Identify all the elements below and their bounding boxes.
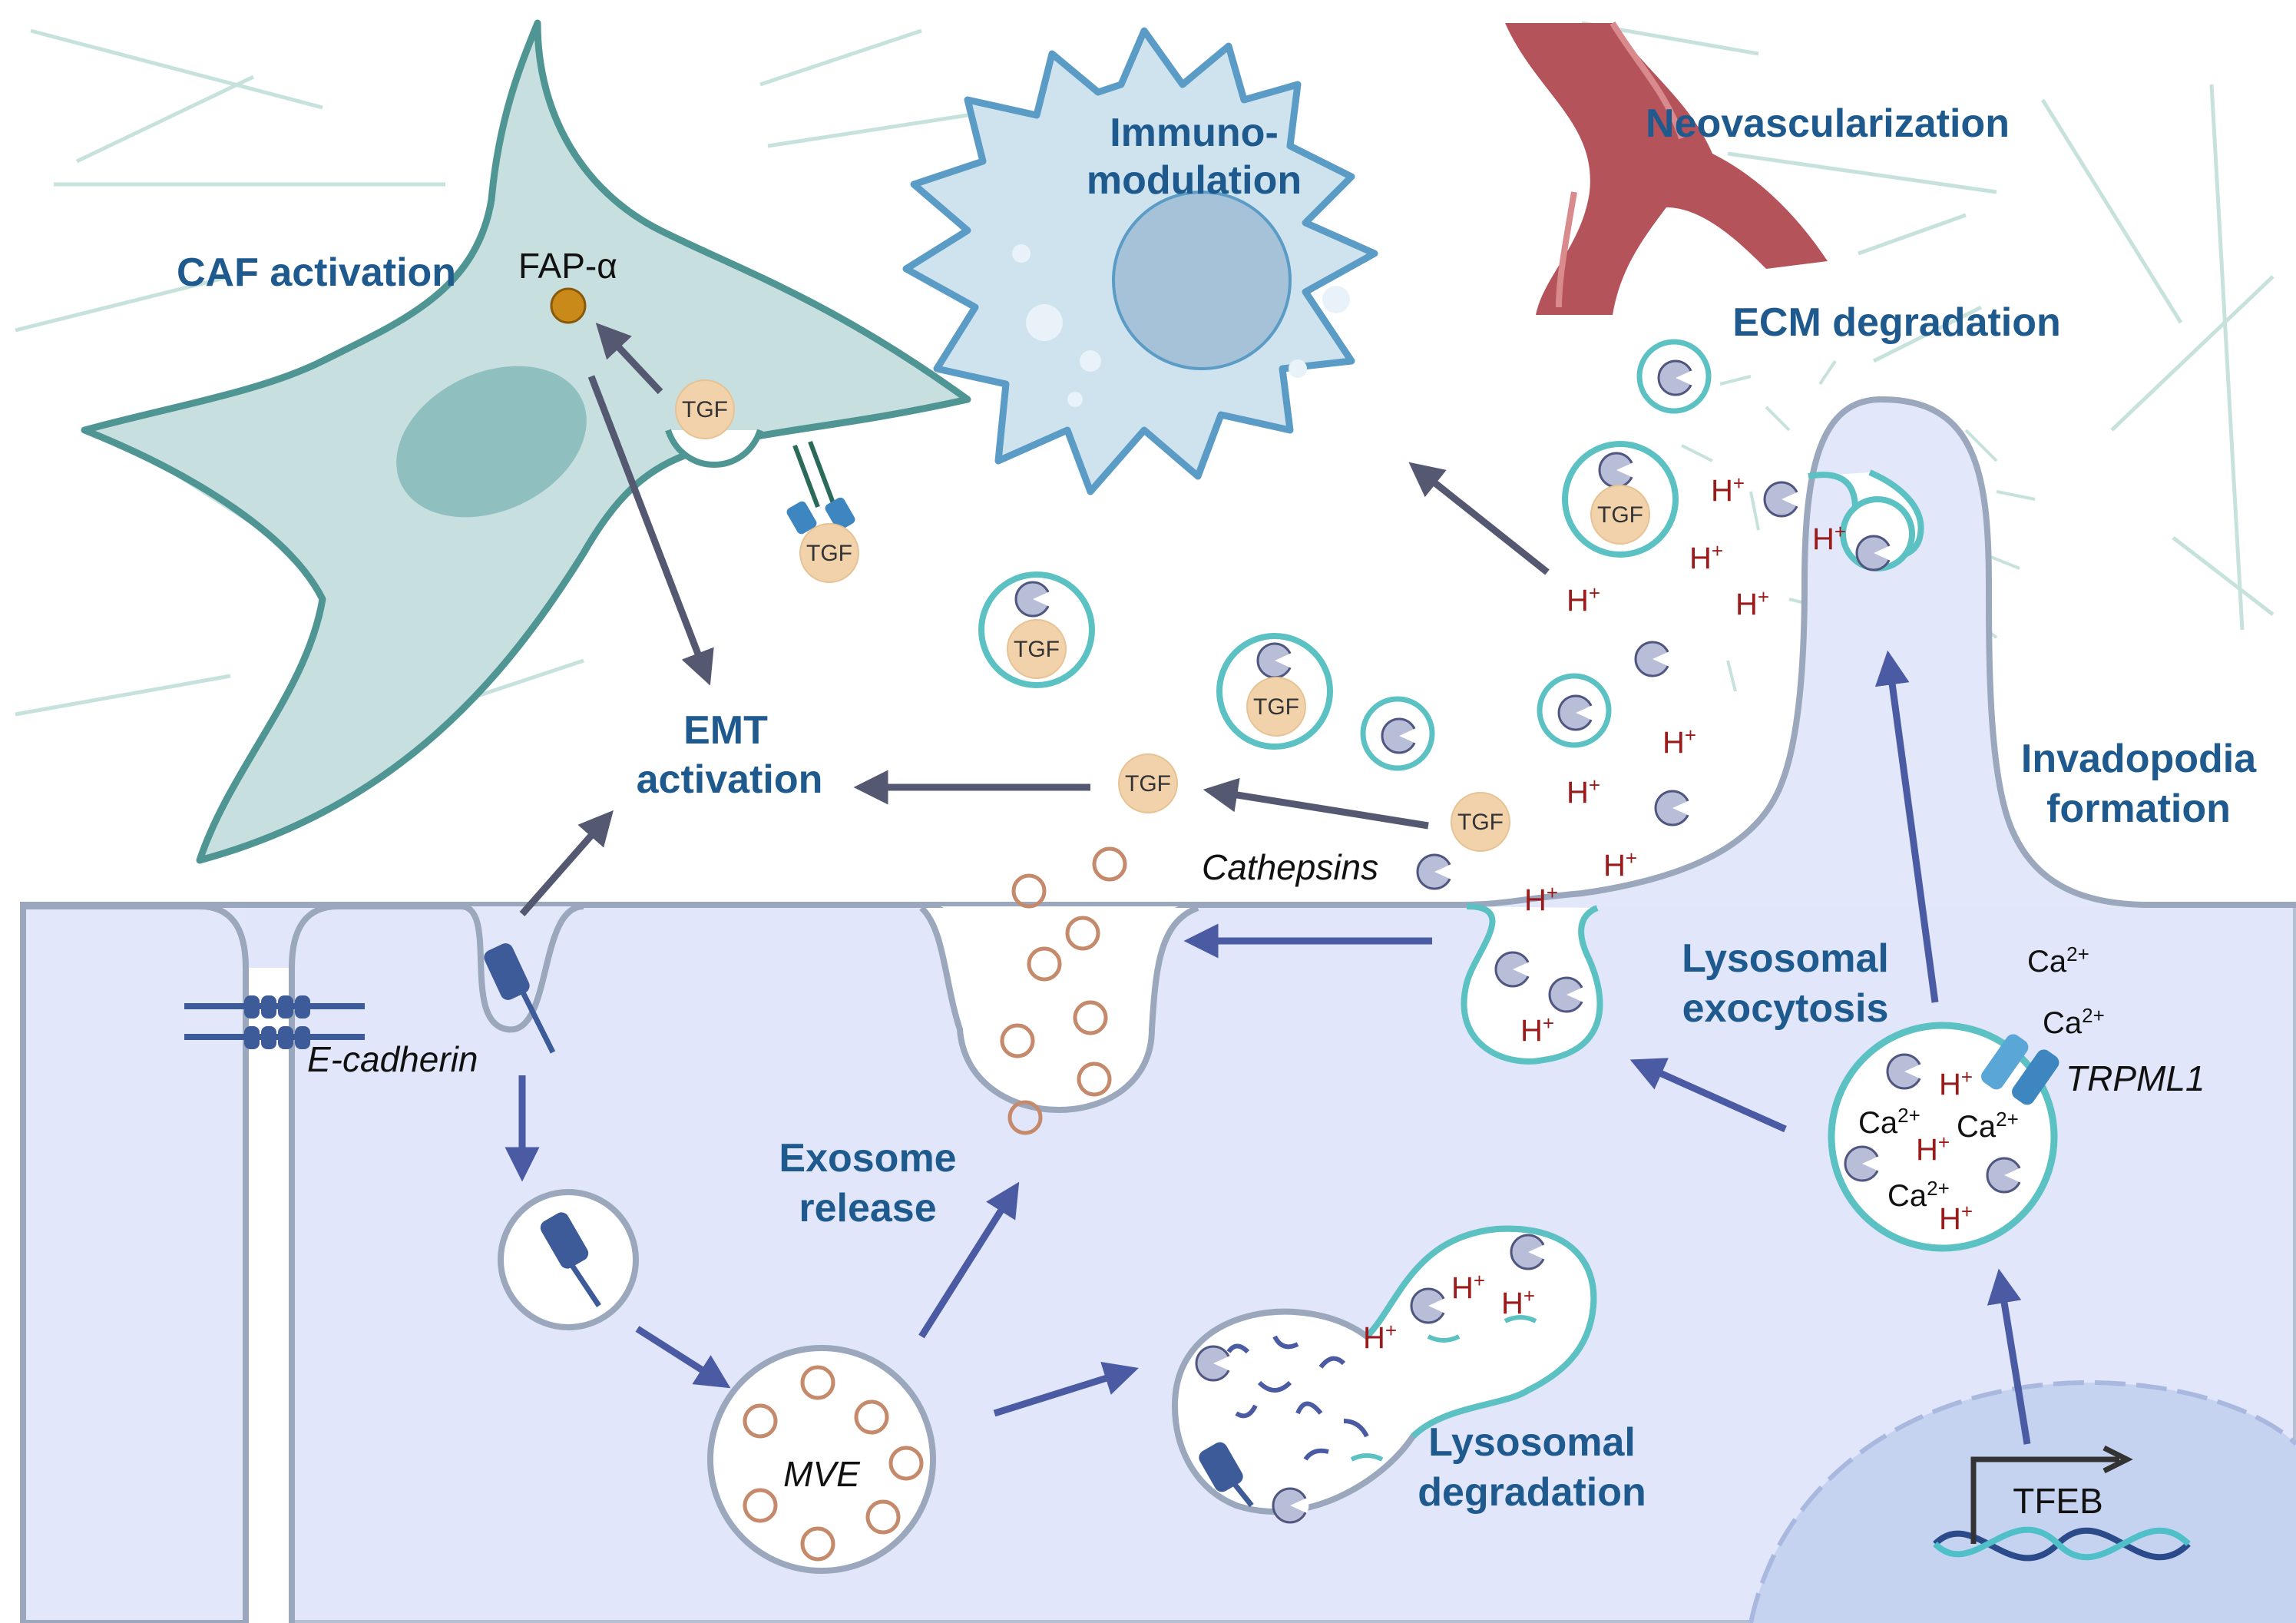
svg-text:H+: H+	[1689, 539, 1723, 575]
cell-junction-gap	[246, 968, 292, 1623]
immuno-label-2: modulation	[1087, 158, 1302, 203]
blood-vessel	[1505, 21, 1828, 315]
trpml1-label: TRPML1	[2066, 1058, 2205, 1098]
vesicle-3-tgf: TGF	[1597, 502, 1643, 528]
lysosome-proton-1: H+	[1939, 1065, 1973, 1101]
lysosomal-degradation-label-2: degradation	[1418, 1470, 1646, 1515]
exosome-release-label-1: Exosome	[779, 1136, 956, 1181]
svg-text:H+: H+	[1735, 585, 1769, 621]
tgf-vesicle-3	[1562, 441, 1679, 558]
tgf-receptor	[786, 440, 855, 535]
svg-text:H+: H+	[1603, 846, 1637, 883]
svg-text:H+: H+	[1567, 773, 1600, 810]
ecm-degradation-label: ECM degradation	[1732, 300, 2061, 345]
degradation-proton-3: H+	[1363, 1319, 1397, 1355]
degrading-e-cadherin	[1199, 1442, 1254, 1508]
tgf-vesicle-2	[1216, 633, 1333, 750]
endosome	[498, 1189, 639, 1330]
extracellular-protons: H+ H+ H+ H+ H+ H+ H+ H+	[1524, 472, 1769, 917]
vesicle-2-tgf: TGF	[1253, 694, 1299, 720]
tip-proton: H+	[1812, 520, 1846, 556]
cytosolic-calcium-1: Ca2+	[2027, 942, 2089, 979]
arrows	[505, 323, 2031, 1445]
nucleus	[1751, 1383, 2296, 1623]
lysosome-proton-2: H+	[1916, 1131, 1950, 1167]
emt-label-2: activation	[637, 757, 823, 802]
fusing-lysosome	[1461, 903, 1603, 1065]
lysosome-calcium-2: Ca2+	[1957, 1108, 2019, 1144]
fap-label: FAP-α	[518, 246, 617, 286]
immune-cell	[902, 27, 1378, 495]
tgf-vesicle-1	[978, 571, 1095, 688]
lysosomal-degradation-label-1: Lysosomal	[1428, 1420, 1636, 1465]
cathepsin-vesicles	[1360, 339, 1712, 771]
neovascularization-label: Neovascularization	[1646, 101, 2010, 146]
tfeb-label: TFEB	[2013, 1481, 2103, 1521]
degradation-proton-2: H+	[1501, 1284, 1535, 1320]
svg-text:H+: H+	[1567, 581, 1600, 618]
lysosome-calcium-1: Ca2+	[1858, 1104, 1921, 1140]
fap-dot	[550, 287, 587, 324]
lysosome-proton-3: H+	[1939, 1200, 1973, 1236]
fusing-proton: H+	[1520, 1012, 1554, 1048]
degraded-cargo	[1226, 1335, 1369, 1461]
cathepsins-label: Cathepsins	[1202, 847, 1378, 887]
lysosomal-exocytosis-label-2: exocytosis	[1682, 986, 1889, 1031]
svg-text:H+: H+	[1662, 724, 1696, 760]
tfeb-gene-arrow	[1970, 1445, 2133, 1544]
free-tgf-2: TGF	[1457, 810, 1504, 835]
e-cadherin-junction	[184, 995, 365, 1049]
mve-label: MVE	[783, 1454, 861, 1494]
exosome-release-label-2: release	[799, 1186, 936, 1230]
internalized-e-cadherin	[484, 943, 556, 1054]
mve	[707, 1345, 936, 1574]
cytosolic-calcium-2: Ca2+	[2043, 1004, 2105, 1040]
degradation-proton-1: H+	[1451, 1269, 1485, 1305]
invadopodia-label-2: formation	[2046, 787, 2231, 831]
trpml1-channel	[1981, 1034, 2059, 1105]
free-tgf-1: TGF	[1125, 771, 1171, 797]
immuno-label-1: Immuno-	[1110, 111, 1279, 155]
svg-text:H+: H+	[1524, 881, 1558, 917]
vesicle-1-tgf: TGF	[1014, 637, 1060, 662]
caf-cell	[81, 19, 971, 864]
endocytic-pit	[460, 903, 584, 1033]
invadopodia-label-1: Invadopodia	[2021, 737, 2257, 781]
lysosome-calcium-3: Ca2+	[1887, 1177, 1950, 1213]
e-cadherin-label: E-cadherin	[307, 1039, 478, 1079]
released-exosomes	[1014, 849, 1125, 906]
caf-activation-label: CAF activation	[177, 250, 456, 295]
receptor-tgf: TGF	[806, 541, 852, 566]
svg-text:H+: H+	[1711, 472, 1745, 508]
caf-pocket-tgf: TGF	[682, 397, 728, 422]
lysosomal-exocytosis-label-1: Lysosomal	[1682, 936, 1889, 981]
emt-label-1: EMT	[683, 708, 768, 753]
